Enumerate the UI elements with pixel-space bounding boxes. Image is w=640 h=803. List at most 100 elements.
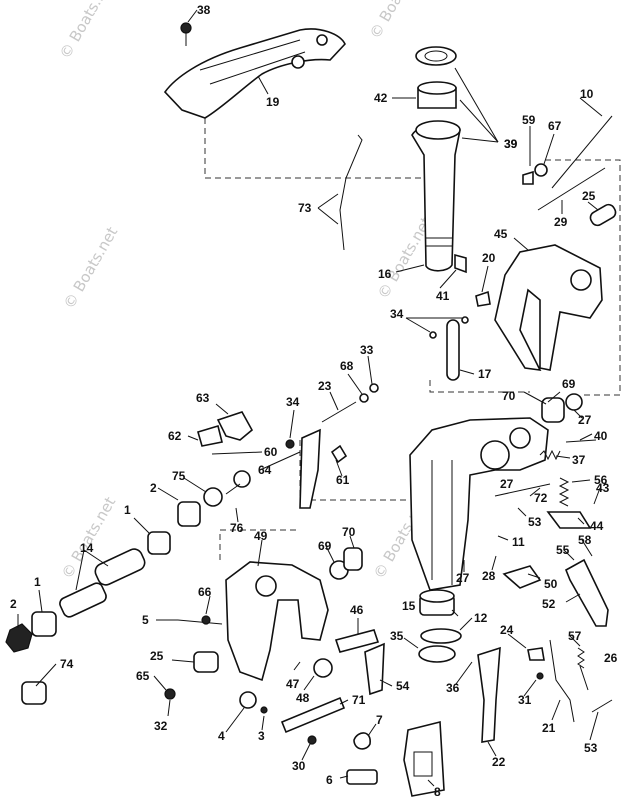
callout-label: 27 — [500, 477, 514, 491]
callout-label: 35 — [390, 629, 404, 643]
callout-label: 7 — [376, 713, 383, 727]
pin-part — [494, 483, 551, 497]
callout-label: 76 — [230, 521, 244, 535]
callout-label: 63 — [196, 391, 210, 405]
callout-label: 53 — [528, 515, 542, 529]
lever-part — [216, 411, 254, 441]
callout-label: 28 — [482, 569, 496, 583]
callout-label: 61 — [336, 473, 350, 487]
callout-label: 12 — [474, 611, 488, 625]
washer-part — [369, 383, 379, 393]
bushing-part — [343, 547, 363, 571]
spring-part — [577, 647, 585, 669]
callout-label: 38 — [197, 3, 211, 17]
spring-part — [539, 449, 561, 461]
callout-label: 72 — [534, 491, 548, 505]
callout-label: 55 — [556, 543, 570, 557]
spring-part — [558, 477, 570, 507]
callout-label: 70 — [502, 389, 516, 403]
callout-label: 10 — [580, 87, 594, 101]
callout-label: 46 — [350, 603, 364, 617]
callout-label: 24 — [500, 623, 514, 637]
callout-label: 6 — [326, 773, 333, 787]
sleeve-part — [346, 769, 378, 785]
callout-label: 41 — [436, 289, 450, 303]
callout-label: 39 — [504, 137, 518, 151]
callout-label: 16 — [378, 267, 392, 281]
callout-label: 64 — [258, 463, 272, 477]
callout-label: 49 — [254, 529, 268, 543]
callout-label: 19 — [266, 95, 280, 109]
washer-part — [164, 688, 176, 700]
callout-label: 22 — [492, 755, 506, 769]
callout-label: 73 — [298, 201, 312, 215]
swivel-bracket-part — [409, 417, 549, 591]
callout-label: 43 — [596, 481, 610, 495]
spring-part — [353, 732, 371, 750]
clamp-part — [403, 720, 445, 797]
callout-label: 17 — [478, 367, 492, 381]
callout-label: 34 — [390, 307, 404, 321]
callout-label: 67 — [548, 119, 562, 133]
clamp-window — [413, 751, 433, 777]
stern-bracket-part — [494, 244, 603, 371]
nut-part — [260, 706, 268, 714]
washer-part — [313, 658, 333, 678]
callout-label: 25 — [582, 189, 596, 203]
screw-part — [330, 444, 348, 464]
callout-label: 33 — [360, 343, 374, 357]
callout-label: 11 — [512, 535, 525, 549]
watermark: © Boats.net — [366, 0, 427, 42]
callout-label: 42 — [374, 91, 388, 105]
callout-label: 4 — [218, 729, 225, 743]
callout-label: 29 — [554, 215, 568, 229]
callout-label: 36 — [446, 681, 460, 695]
lever-part — [364, 642, 385, 696]
callout-label: 69 — [562, 377, 576, 391]
washer-part — [359, 393, 369, 403]
callout-label: 44 — [590, 519, 604, 533]
ring-part — [418, 589, 462, 663]
callout-label: 70 — [342, 525, 356, 539]
link-part — [299, 428, 321, 509]
bushing-part — [541, 393, 583, 423]
leader-lines — [17, 9, 603, 787]
callout-label: 66 — [198, 585, 212, 599]
callout-label: 26 — [604, 651, 618, 665]
lever-part — [564, 558, 609, 627]
callout-label: 27 — [456, 571, 470, 585]
nut-part — [201, 615, 211, 625]
rod-part — [549, 639, 575, 723]
callout-label: 3 — [258, 729, 265, 743]
fitting-part — [475, 290, 491, 307]
link-part — [429, 316, 469, 381]
callout-label: 1 — [124, 503, 131, 517]
callout-label: 62 — [168, 429, 182, 443]
callout-label: 23 — [318, 379, 332, 393]
callout-label: 25 — [150, 649, 164, 663]
callout-label: 8 — [434, 785, 441, 799]
bolt-part — [177, 619, 223, 625]
pin-part — [591, 699, 613, 713]
tilt-bolt-part — [522, 115, 617, 227]
screw-part — [307, 735, 317, 745]
callout-label: 27 — [578, 413, 592, 427]
callout-label: 65 — [136, 669, 150, 683]
callout-label: 57 — [568, 629, 582, 643]
nut-part — [285, 439, 295, 449]
callout-labels: 38 19 42 39 10 59 67 73 25 29 16 41 45 2… — [10, 3, 618, 799]
callout-label: 2 — [10, 597, 17, 611]
callout-label: 37 — [572, 453, 586, 467]
callout-label: 53 — [584, 741, 598, 755]
callout-label: 58 — [578, 533, 592, 547]
plate-part — [197, 424, 223, 447]
steering-tube-part — [411, 120, 467, 274]
callout-label: 15 — [402, 599, 416, 613]
callout-label: 69 — [318, 539, 332, 553]
callout-label: 34 — [286, 395, 300, 409]
callout-label: 39 — [504, 137, 518, 151]
callout-label: 54 — [396, 679, 410, 693]
lever-part — [477, 646, 501, 743]
rod-part — [339, 134, 363, 251]
